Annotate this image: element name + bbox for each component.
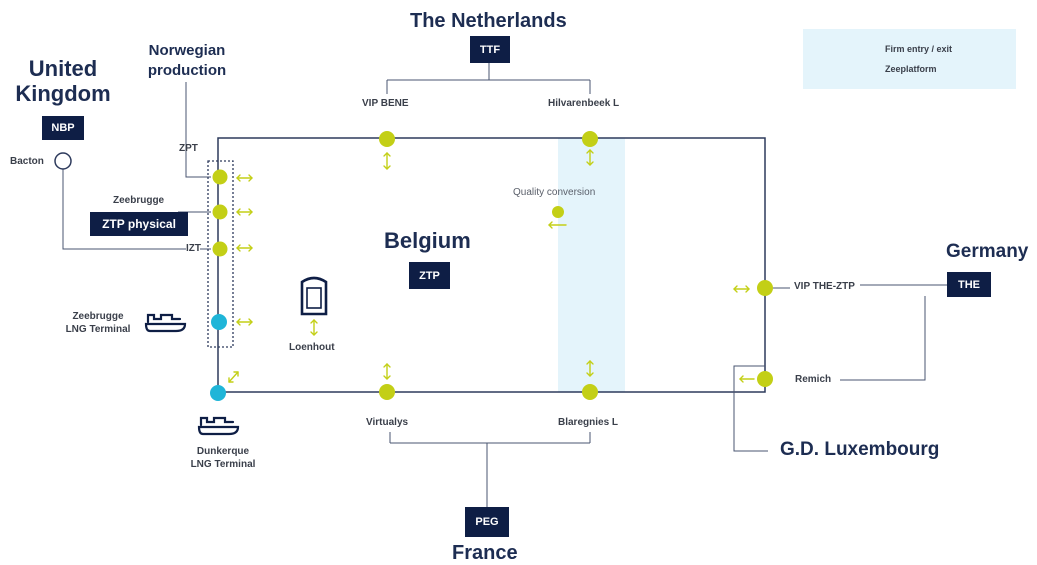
- izt-connector: [62, 169, 186, 250]
- quality-conversion-band: [558, 138, 625, 392]
- remich-connector: [840, 296, 926, 381]
- zeebrugge-lng-arrow-icon: [236, 318, 253, 326]
- virtualys-arrow-icon: [383, 363, 391, 380]
- izt-arrow-icon: [236, 244, 253, 252]
- country-france: France: [452, 542, 518, 564]
- zeebrugge-lng-point: [211, 314, 227, 330]
- zpt-connector: [185, 156, 211, 178]
- bacton-point: [54, 152, 72, 170]
- legend-zeeplatform-label: Zeeplatform: [885, 64, 937, 74]
- label-zpt: ZPT: [179, 143, 198, 154]
- label-zeebrugge: Zeebrugge: [113, 195, 165, 206]
- blaregnies-arrow-icon: [586, 360, 594, 377]
- dunkerque-arrow-icon: [228, 371, 239, 383]
- remich-arrow-icon: [739, 375, 755, 383]
- izt-point: [212, 241, 228, 257]
- label-quality-conversion: Quality conversion: [513, 187, 596, 198]
- dunkerque-lng-ship-icon: [197, 416, 240, 436]
- zeebrugge-point: [212, 204, 228, 220]
- country-luxembourg: G.D. Luxembourg: [780, 439, 940, 460]
- zeeplatform-box: [207, 160, 234, 348]
- virtualys-point: [379, 384, 395, 400]
- label-loenhout: Loenhout: [289, 342, 335, 353]
- hub-ztp-physical: ZTP physical: [90, 212, 188, 236]
- country-netherlands: The Netherlands: [410, 10, 567, 32]
- label-zeebrugge-lng: Zeebrugge LNG Terminal: [65, 311, 131, 335]
- country-norway: Norwegian production: [147, 42, 227, 79]
- hub-the: THE: [947, 272, 991, 297]
- hilvarenbeek-point: [582, 131, 598, 147]
- netherlands-connector: [386, 63, 591, 94]
- country-uk: United Kingdom: [15, 56, 111, 106]
- country-belgium: Belgium: [384, 228, 471, 253]
- label-bacton: Bacton: [10, 156, 44, 167]
- hub-peg: PEG: [465, 507, 509, 537]
- country-germany: Germany: [946, 241, 1029, 262]
- vip-the-ztp-arrow-icon: [733, 285, 750, 293]
- label-remich: Remich: [795, 374, 832, 385]
- label-vip-the-ztp: VIP THE-ZTP: [794, 281, 855, 292]
- hub-nbp: NBP: [42, 116, 84, 140]
- label-blaregnies: Blaregnies L: [558, 417, 619, 428]
- quality-conversion-point: [552, 206, 564, 218]
- remich-point: [757, 371, 773, 387]
- france-connector: [389, 432, 591, 507]
- storage-tank-icon: [300, 276, 328, 316]
- legend: [803, 29, 1016, 89]
- vip-bene-arrow-icon: [383, 152, 391, 170]
- dunkerque-lng-point: [210, 385, 226, 401]
- blaregnies-point: [582, 384, 598, 400]
- hub-ttf: TTF: [470, 36, 510, 63]
- label-izt: IZT: [186, 243, 201, 254]
- legend-firm-label: Firm entry / exit: [885, 44, 953, 54]
- hub-ztp: ZTP: [409, 262, 450, 289]
- zeebrugge-lng-ship-icon: [144, 313, 187, 333]
- zpt-arrow-icon: [236, 174, 253, 182]
- zpt-point: [212, 169, 228, 185]
- label-vip-bene: VIP BENE: [362, 98, 409, 109]
- loenhout-arrow-icon: [310, 319, 318, 336]
- vip-the-ztp-point: [757, 280, 773, 296]
- label-hilvarenbeek: Hilvarenbeek L: [548, 98, 620, 109]
- luxembourg-connector: [733, 365, 768, 452]
- label-virtualys: Virtualys: [366, 417, 409, 428]
- quality-conversion-arrow-icon: [548, 221, 567, 229]
- zeebrugge-arrow-icon: [236, 208, 253, 216]
- hilvarenbeek-arrow-icon: [586, 149, 594, 166]
- label-dunkerque-lng: Dunkerque LNG Terminal: [190, 446, 256, 470]
- vip-bene-point: [379, 131, 395, 147]
- belgium-border: [217, 137, 766, 393]
